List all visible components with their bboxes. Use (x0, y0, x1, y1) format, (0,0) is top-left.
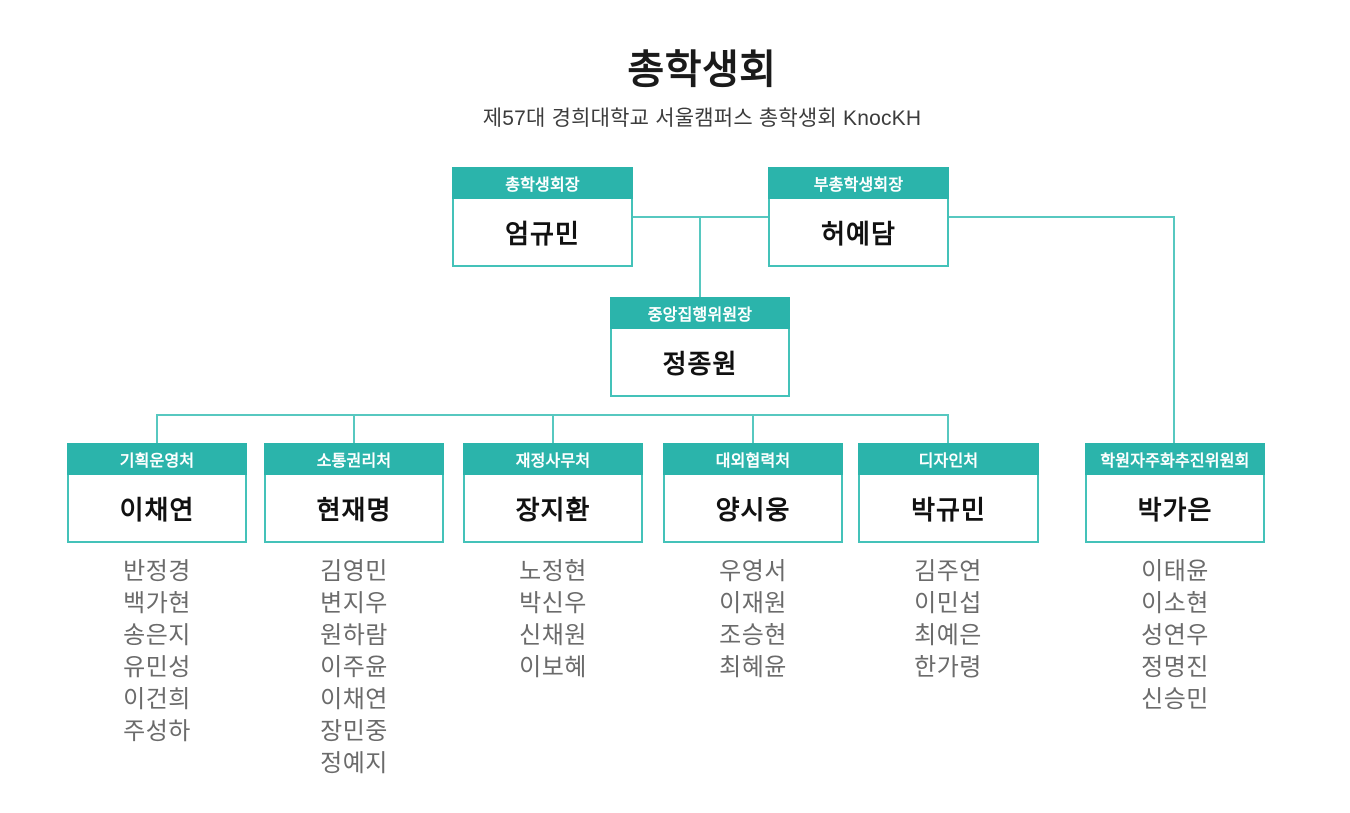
member-name: 김주연 (914, 558, 982, 585)
member-name: 이소현 (1141, 590, 1209, 617)
member-name: 송은지 (123, 622, 191, 649)
member-name: 한가령 (914, 654, 982, 681)
dept-head-name: 양시웅 (663, 475, 843, 543)
node-dept-autonomy-committee: 학원자주화추진위원회 박가은 (1085, 443, 1265, 543)
member-name: 이태윤 (1141, 558, 1209, 585)
member-name: 우영서 (719, 558, 787, 585)
person-name-president: 엄규민 (452, 199, 633, 267)
member-name: 이채연 (320, 686, 388, 713)
page-title: 총학생회 (627, 48, 777, 92)
member-name: 이민섭 (914, 590, 982, 617)
role-label-central-chair: 중앙집행위원장 (610, 297, 790, 329)
role-label-vice-president: 부총학생회장 (768, 167, 949, 199)
node-dept-communication: 소통권리처 현재명 (264, 443, 444, 543)
member-name: 이보혜 (519, 654, 587, 681)
dept-title: 대외협력처 (663, 443, 843, 475)
member-name: 변지우 (320, 590, 388, 617)
node-dept-external: 대외협력처 양시웅 (663, 443, 843, 543)
node-dept-design: 디자인처 박규민 (858, 443, 1039, 543)
member-name: 최예은 (914, 622, 982, 649)
member-name: 이주윤 (320, 654, 388, 681)
page-subtitle: 제57대 경희대학교 서울캠퍼스 총학생회 KnocKH (482, 107, 922, 130)
dept-title: 학원자주화추진위원회 (1085, 443, 1265, 475)
member-name: 김영민 (320, 558, 388, 585)
dept-title: 기획운영처 (67, 443, 247, 475)
member-name: 신채원 (519, 622, 587, 649)
dept-title: 디자인처 (858, 443, 1039, 475)
dept-title: 소통권리처 (264, 443, 444, 475)
dept-title: 재정사무처 (463, 443, 643, 475)
node-president: 총학생회장 엄규민 (452, 167, 633, 267)
node-vice-president: 부총학생회장 허예담 (768, 167, 949, 267)
node-dept-finance: 재정사무처 장지환 (463, 443, 643, 543)
member-name: 노정현 (519, 558, 587, 585)
member-name: 이건희 (123, 686, 191, 713)
dept-head-name: 장지환 (463, 475, 643, 543)
member-name: 주성하 (123, 718, 191, 745)
member-name: 유민성 (123, 654, 191, 681)
member-name: 이재원 (719, 590, 787, 617)
member-name: 신승민 (1141, 686, 1209, 713)
member-name: 조승현 (719, 622, 787, 649)
dept-head-name: 박규민 (858, 475, 1039, 543)
member-name: 반정경 (123, 558, 191, 585)
member-name: 박신우 (519, 590, 587, 617)
node-central-chair: 중앙집행위원장 정종원 (610, 297, 790, 397)
member-name: 원하람 (320, 622, 388, 649)
member-name: 정명진 (1141, 654, 1209, 681)
node-dept-planning: 기획운영처 이채연 (67, 443, 247, 543)
dept-head-name: 박가은 (1085, 475, 1265, 543)
role-label-president: 총학생회장 (452, 167, 633, 199)
member-name: 성연우 (1141, 622, 1209, 649)
person-name-vice-president: 허예담 (768, 199, 949, 267)
member-name: 장민중 (320, 718, 388, 745)
dept-head-name: 현재명 (264, 475, 444, 543)
member-name: 정예지 (320, 750, 388, 777)
dept-head-name: 이채연 (67, 475, 247, 543)
member-name: 최혜윤 (719, 654, 787, 681)
member-name: 백가현 (123, 590, 191, 617)
person-name-central-chair: 정종원 (610, 329, 790, 397)
